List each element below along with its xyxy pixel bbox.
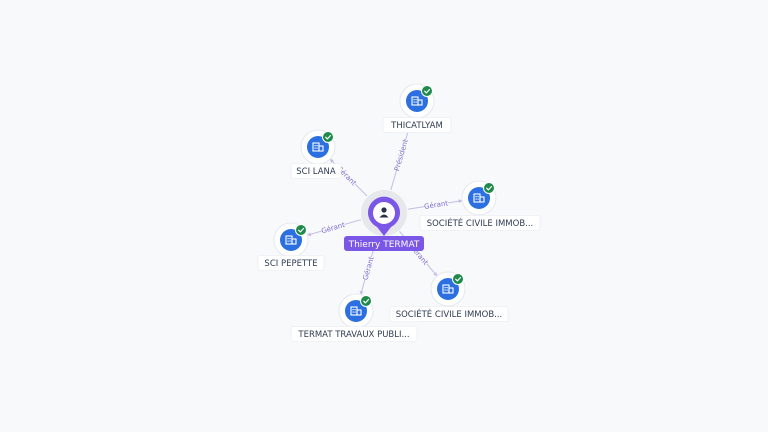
verified-check-icon [421, 85, 433, 97]
company-node-sci-immob-2[interactable]: SOCIÉTÉ CIVILE IMMOB... [389, 271, 509, 322]
company-node-disc [280, 229, 302, 251]
edge-relation-label: Gérant [424, 199, 449, 211]
edge-label-bg [320, 220, 346, 236]
verified-check-icon [483, 182, 495, 194]
building-icon [473, 193, 485, 203]
center-node[interactable]: Thierry TERMAT [344, 190, 424, 251]
building-icon [312, 142, 324, 152]
verified-check-icon [360, 295, 372, 307]
company-node-disc [345, 300, 367, 322]
company-label: SOCIÉTÉ CIVILE IMMOB... [427, 217, 534, 229]
company-node-disc [437, 278, 459, 300]
company-node-sci-lana[interactable]: SCI LANA [290, 129, 342, 179]
edge-relation-label: Gérant [361, 255, 375, 281]
company-label-bg [382, 117, 452, 133]
company-label-bg [257, 255, 325, 271]
building-icon [285, 235, 297, 245]
verified-check-icon [452, 273, 464, 285]
edge-arrowhead [458, 199, 463, 204]
verified-check-icon [295, 224, 307, 236]
center-pin-inner [373, 202, 395, 224]
company-label: SOCIÉTÉ CIVILE IMMOB... [396, 308, 503, 320]
company-node-termat-travaux[interactable]: TERMAT TRAVAUX PUBLI... [290, 293, 418, 342]
building-icon [411, 96, 423, 106]
company-label: SCI LANA [296, 167, 336, 177]
edge-arrowhead [330, 159, 334, 163]
company-label: TERMAT TRAVAUX PUBLI... [297, 330, 409, 340]
center-name-label: Thierry TERMAT [348, 240, 420, 250]
company-node-disc [406, 90, 428, 112]
company-label-bg [290, 326, 418, 342]
edge-label-bg [392, 139, 410, 171]
company-label-bg [290, 163, 342, 179]
edge-label-bg [360, 255, 376, 282]
company-node-sci-immob-1[interactable]: SOCIÉTÉ CIVILE IMMOB... [419, 180, 541, 231]
company-node-thicatlyam[interactable]: THICATLYAM [382, 83, 452, 133]
company-node-disc [468, 187, 490, 209]
building-icon [350, 306, 362, 316]
company-node-disc [307, 136, 329, 158]
verified-check-icon [322, 131, 334, 143]
edge-relation-label: Gérant [320, 221, 346, 235]
edge-arrowhead [359, 290, 364, 295]
company-node-sci-pepette[interactable]: SCI PEPETTE [257, 222, 325, 271]
company-label: THICATLYAM [390, 121, 443, 131]
edge-arrowhead [307, 232, 312, 237]
nodes-layer: THICATLYAM SCI LANA SCI PEPETTE TERMAT TRAV… [257, 83, 541, 342]
person-icon [379, 207, 389, 218]
company-label-bg [419, 215, 541, 231]
company-label-bg [389, 306, 509, 322]
edge-arrowhead [433, 271, 438, 276]
edge-relation-label: Président [393, 138, 410, 172]
building-icon [442, 284, 454, 294]
center-label-bg [344, 236, 424, 251]
company-label: SCI PEPETTE [264, 259, 317, 269]
edge-label-bg [423, 198, 449, 212]
